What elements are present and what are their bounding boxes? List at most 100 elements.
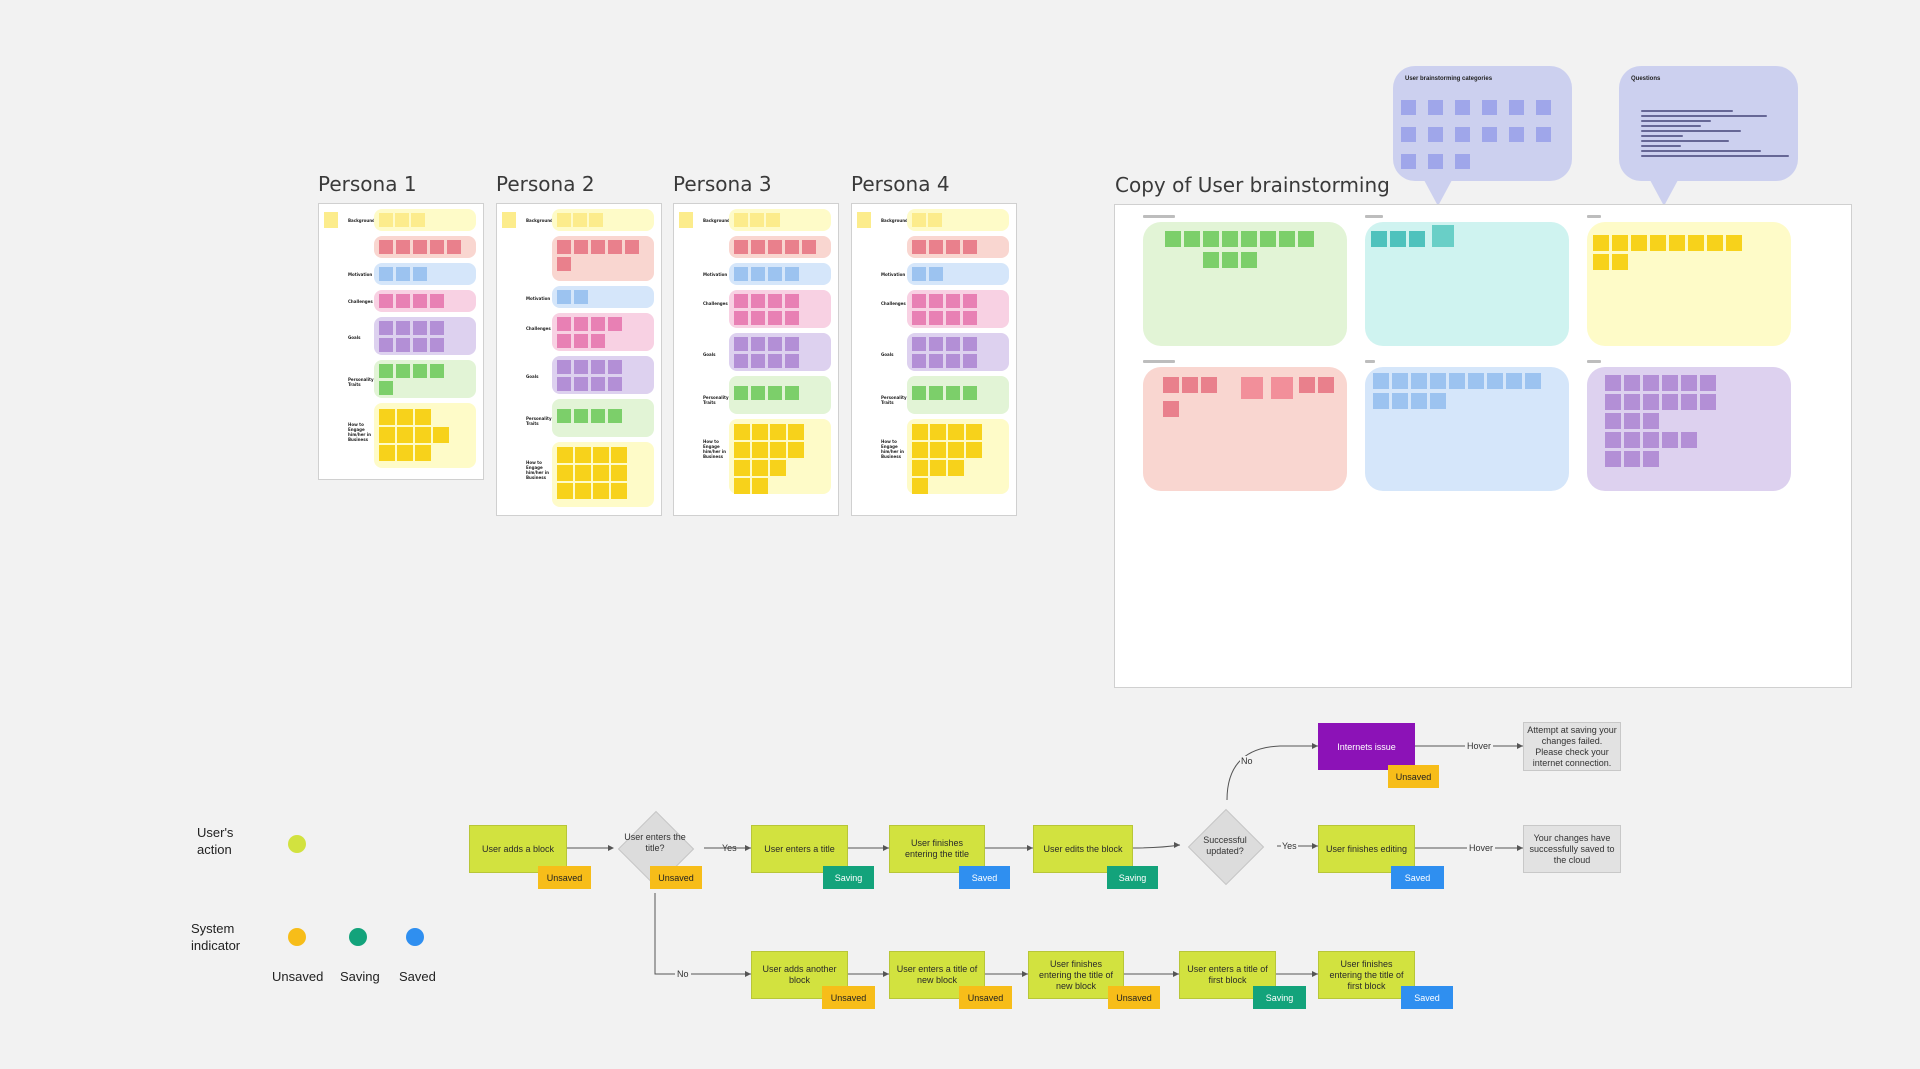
- sticky-note[interactable]: [575, 465, 591, 481]
- sticky-note[interactable]: [963, 337, 977, 351]
- sticky-note[interactable]: [396, 364, 410, 378]
- sticky-note[interactable]: [802, 240, 816, 254]
- photo-sticky[interactable]: [679, 212, 693, 228]
- sticky-note[interactable]: [751, 294, 765, 308]
- photo-sticky[interactable]: [324, 212, 338, 228]
- sticky-note[interactable]: [1624, 375, 1640, 391]
- sticky-note[interactable]: [1392, 373, 1408, 389]
- sticky-note[interactable]: [1165, 231, 1181, 247]
- sticky-note[interactable]: [1401, 127, 1416, 142]
- sticky-note[interactable]: [625, 240, 639, 254]
- sticky-note[interactable]: [1643, 451, 1659, 467]
- sticky-note[interactable]: [611, 483, 627, 499]
- sticky-note[interactable]: [929, 354, 943, 368]
- sticky-note[interactable]: [557, 334, 571, 348]
- sticky-note[interactable]: [396, 321, 410, 335]
- sticky-note[interactable]: [395, 213, 409, 227]
- sticky-note[interactable]: [929, 311, 943, 325]
- sticky-note[interactable]: [912, 478, 928, 494]
- sticky-note[interactable]: [963, 386, 977, 400]
- sticky-note[interactable]: [734, 267, 748, 281]
- sticky-note[interactable]: [1593, 254, 1609, 270]
- sticky-note[interactable]: [785, 267, 799, 281]
- sticky-note[interactable]: [929, 294, 943, 308]
- sticky-note[interactable]: [591, 377, 605, 391]
- sticky-note[interactable]: [591, 317, 605, 331]
- sticky-note[interactable]: [788, 442, 804, 458]
- sticky-note[interactable]: [734, 213, 748, 227]
- sticky-note[interactable]: [397, 427, 413, 443]
- sticky-note[interactable]: [948, 442, 964, 458]
- sticky-note[interactable]: [1203, 252, 1219, 268]
- sticky-note[interactable]: [929, 337, 943, 351]
- sticky-note[interactable]: [788, 424, 804, 440]
- sticky-note[interactable]: [912, 267, 926, 281]
- sticky-note[interactable]: [1643, 375, 1659, 391]
- sticky-note[interactable]: [734, 294, 748, 308]
- sticky-note[interactable]: [396, 240, 410, 254]
- sticky-note[interactable]: [1669, 235, 1685, 251]
- sticky-note[interactable]: [557, 447, 573, 463]
- sticky-note[interactable]: [379, 409, 395, 425]
- sticky-note[interactable]: [1203, 231, 1219, 247]
- sticky-note[interactable]: [1241, 231, 1257, 247]
- sticky-note[interactable]: [1593, 235, 1609, 251]
- sticky-note[interactable]: [1612, 254, 1628, 270]
- sticky-note[interactable]: [751, 311, 765, 325]
- sticky-note[interactable]: [946, 386, 960, 400]
- sticky-note[interactable]: [611, 465, 627, 481]
- sticky-note[interactable]: [1318, 377, 1334, 393]
- sticky-note[interactable]: [912, 460, 928, 476]
- sticky-note[interactable]: [397, 445, 413, 461]
- sticky-note[interactable]: [963, 294, 977, 308]
- sticky-note[interactable]: [396, 267, 410, 281]
- sticky-note[interactable]: [574, 240, 588, 254]
- sticky-note[interactable]: [1726, 235, 1742, 251]
- sticky-note[interactable]: [557, 317, 571, 331]
- sticky-note[interactable]: [396, 338, 410, 352]
- sticky-note[interactable]: [379, 338, 393, 352]
- sticky-note[interactable]: [751, 267, 765, 281]
- sticky-note[interactable]: [768, 240, 782, 254]
- sticky-note[interactable]: [1163, 377, 1179, 393]
- sticky-note[interactable]: [734, 240, 748, 254]
- sticky-note[interactable]: [1299, 377, 1315, 393]
- photo-sticky[interactable]: [502, 212, 516, 228]
- sticky-note[interactable]: [574, 334, 588, 348]
- sticky-note[interactable]: [1624, 413, 1640, 429]
- flow-node-user-adds-block[interactable]: User adds a block: [469, 825, 567, 873]
- sticky-note[interactable]: [591, 334, 605, 348]
- sticky-note[interactable]: [379, 364, 393, 378]
- sticky-note[interactable]: [768, 267, 782, 281]
- sticky-note[interactable]: [1707, 235, 1723, 251]
- sticky-note[interactable]: [415, 427, 431, 443]
- sticky-note[interactable]: [1222, 231, 1238, 247]
- sticky-note[interactable]: [557, 360, 571, 374]
- sticky-note[interactable]: [1371, 231, 1387, 247]
- sticky-note[interactable]: [557, 290, 571, 304]
- sticky-note[interactable]: [966, 442, 982, 458]
- sticky-note[interactable]: [1482, 127, 1497, 142]
- sticky-note[interactable]: [752, 424, 768, 440]
- sticky-note[interactable]: [1271, 377, 1293, 399]
- sticky-note[interactable]: [411, 213, 425, 227]
- sticky-note[interactable]: [785, 386, 799, 400]
- sticky-note[interactable]: [1506, 373, 1522, 389]
- sticky-note[interactable]: [1487, 373, 1503, 389]
- sticky-note[interactable]: [1241, 377, 1263, 399]
- sticky-note[interactable]: [430, 321, 444, 335]
- sticky-note[interactable]: [785, 240, 799, 254]
- sticky-note[interactable]: [413, 240, 427, 254]
- sticky-note[interactable]: [946, 294, 960, 308]
- sticky-note[interactable]: [946, 240, 960, 254]
- sticky-note[interactable]: [1428, 100, 1443, 115]
- sticky-note[interactable]: [1662, 394, 1678, 410]
- sticky-note[interactable]: [770, 424, 786, 440]
- sticky-note[interactable]: [1298, 231, 1314, 247]
- sticky-note[interactable]: [1681, 432, 1697, 448]
- sticky-note[interactable]: [608, 240, 622, 254]
- sticky-note[interactable]: [1430, 393, 1446, 409]
- sticky-note[interactable]: [413, 338, 427, 352]
- sticky-note[interactable]: [557, 240, 571, 254]
- sticky-note[interactable]: [379, 321, 393, 335]
